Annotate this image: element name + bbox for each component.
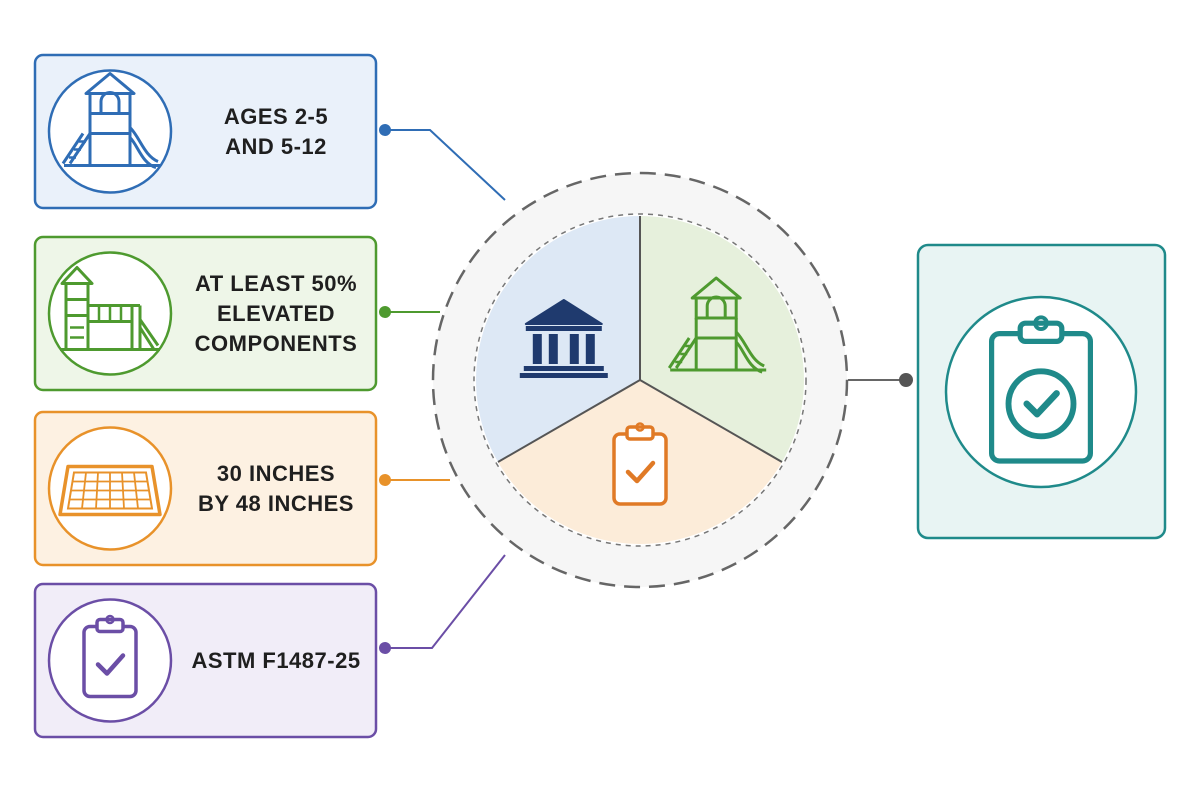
requirement-text-line: BY 48 INCHES [198,490,354,516]
hub-divider [497,379,641,463]
hub-segment-1 [476,216,640,462]
requirement-card-age-groups [33,53,378,210]
requirement-text-line: 30 INCHES [216,460,336,486]
icon-badge [47,69,173,194]
clipboard-check-icon [84,616,136,697]
clipboard-check-icon [989,315,1093,464]
requirement-text-line: AT LEAST 50% [194,270,358,296]
requirement-card-astm-standard [33,582,378,739]
requirement-text-line: ASTM F1487-25 [191,647,361,673]
result-card [916,243,1167,540]
requirement-label-elevated-components: AT LEAST 50% ELEVATED COMPONENTS [186,237,366,390]
requirement-text-line: COMPONENTS [194,330,358,356]
connector-lines [379,124,913,654]
hub-divider [639,379,783,463]
requirement-text-line: AGES 2-5 [223,103,329,129]
hub-segment-2 [640,216,804,462]
requirement-label-clear-space: 30 INCHES BY 48 INCHES [186,412,366,565]
hub-segment-3 [498,380,782,544]
requirement-text-line: ELEVATED [216,300,336,326]
requirement-text-line: AND 5-12 [225,133,327,159]
central-hub [431,171,849,589]
clipboard-check-icon [614,424,666,505]
requirement-label-astm-standard: ASTM F1487-25 [186,584,366,737]
requirement-card-elevated-components [33,235,378,392]
requirement-card-clear-space [33,410,378,567]
